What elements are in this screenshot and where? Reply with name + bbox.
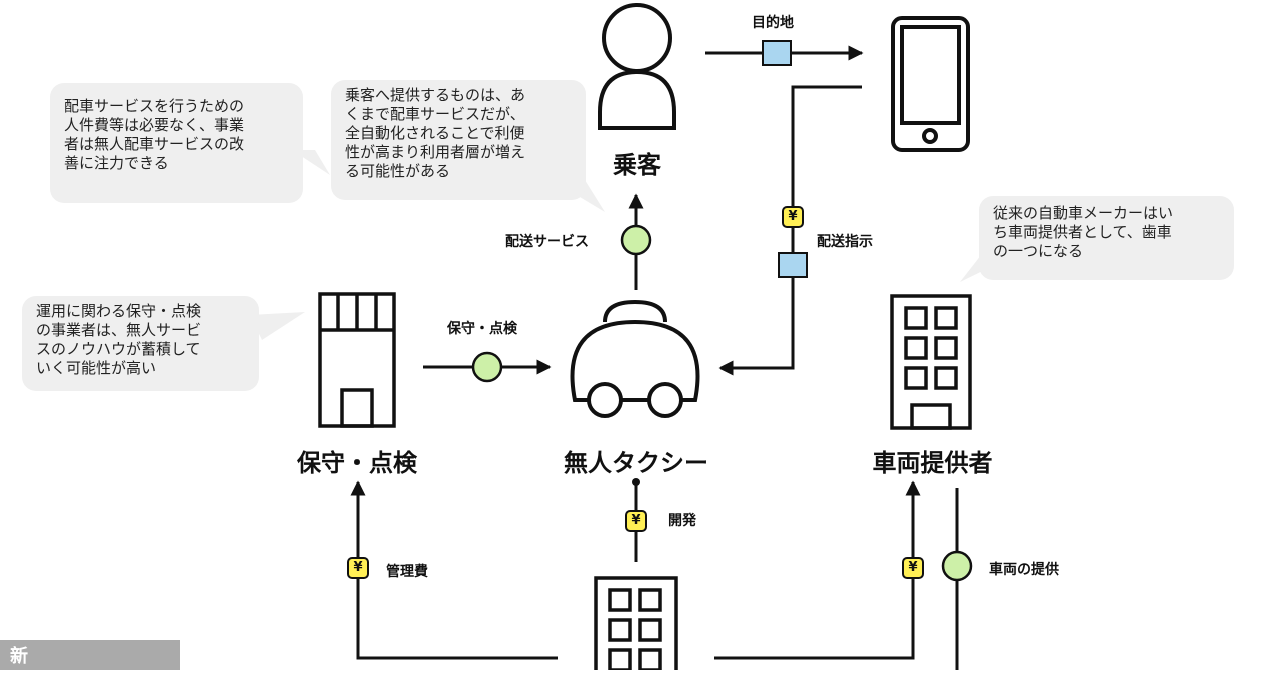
vehicle-fee-arrow [714,480,921,660]
taxi-label: 無人タクシー [564,449,708,477]
bubble-maintenance: 運用に関わる保守・点検 の事業者は、無人サービ スのノウハウが蓄積して いく可能… [22,296,259,391]
yen-badge-instruction: ¥ [782,206,804,228]
yen-badge-vehicle: ¥ [902,557,924,579]
destination-label: 目的地 [752,15,794,31]
operator-building-icon [594,576,678,670]
development-label: 開発 [668,513,696,529]
bubble-tail-maintenance [250,312,305,340]
bubble-vehicle: 従来の自動車メーカーはい ち車両提供者として、歯車 の一つになる [979,196,1234,280]
yen-badge-management: ¥ [347,557,369,579]
passenger-icon [598,3,676,130]
service-circle-delivery [620,224,652,256]
destination-data-square [762,40,792,66]
instruction-data-square [778,252,808,278]
bubble-dispatch: 配車サービスを行うための 人件費等は必要なく、事業 者は無人配車サービスの改 善… [50,83,303,203]
management-fee-label: 管理費 [386,564,428,580]
service-circle-vehicle [941,550,973,582]
vehicle-supply-label: 車両の提供 [989,562,1059,578]
new-tag: 新 [0,640,180,670]
vehicle-provider-building-icon [890,294,972,430]
bubble-passenger: 乗客へ提供するものは、あ くまで配車サービスだが、 全自動化されることで利便 性… [331,80,586,200]
management-fee-arrow [350,480,558,660]
service-circle-maintenance [471,351,503,383]
vehicle-provider-label: 車両提供者 [872,449,993,477]
maintenance-building-icon [318,292,396,428]
delivery-instruction-label: 配送指示 [817,234,873,250]
smartphone-icon [891,16,970,152]
robot-taxi-icon [570,299,700,418]
yen-badge-development: ¥ [625,510,647,532]
delivery-service-label: 配送サービス [505,234,589,250]
maintenance-label: 保守・点検 [297,449,417,477]
maintenance-service-label: 保守・点検 [447,321,517,337]
passenger-label: 乗客 [613,151,661,179]
development-dot [632,478,640,486]
